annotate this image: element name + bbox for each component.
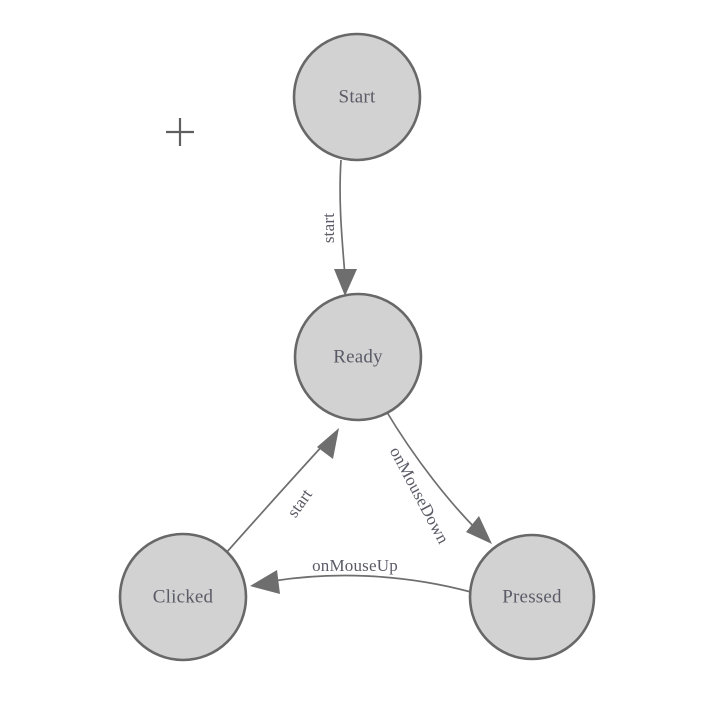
- edge-pressed-to-clicked[interactable]: [250, 570, 472, 594]
- edge-label-ready-to-pressed: onMouseDown: [386, 444, 453, 548]
- edge-label-text-start-to-ready: start: [319, 213, 338, 243]
- edge-label-text-ready-to-pressed: onMouseDown: [386, 444, 453, 548]
- edge-path-start-to-ready[interactable]: [339, 159, 346, 278]
- edge-path-clicked-to-ready[interactable]: [225, 442, 326, 554]
- node-clicked[interactable]: Clicked: [118, 532, 248, 662]
- node-clicked-circle[interactable]: [118, 532, 248, 662]
- node-ready-label: Ready: [333, 346, 383, 367]
- node-ready[interactable]: Ready: [293, 292, 423, 422]
- arrowhead-clicked-to-ready: [317, 428, 339, 459]
- arrowhead-pressed-to-clicked: [250, 570, 280, 594]
- edge-label-pressed-to-clicked: onMouseUp: [312, 556, 398, 575]
- edge-path-pressed-to-clicked[interactable]: [272, 574, 472, 593]
- edge-label-start-to-ready: start: [319, 213, 338, 243]
- node-start[interactable]: Start: [292, 32, 422, 162]
- arrowhead-start-to-ready: [334, 269, 357, 296]
- plus-marker-icon: [166, 118, 194, 146]
- edge-label-text-pressed-to-clicked: onMouseUp: [312, 556, 398, 575]
- edge-path-ready-to-pressed[interactable]: [384, 408, 479, 532]
- node-ready-circle[interactable]: [293, 292, 423, 422]
- node-pressed[interactable]: Pressed: [468, 533, 596, 661]
- edge-start-to-ready[interactable]: [334, 159, 357, 296]
- edge-ready-to-pressed[interactable]: [384, 408, 492, 544]
- edge-label-clicked-to-ready: start: [283, 485, 316, 521]
- node-start-circle[interactable]: [292, 32, 422, 162]
- arrowhead-ready-to-pressed: [466, 516, 492, 544]
- node-pressed-circle[interactable]: [468, 533, 596, 661]
- edge-clicked-to-ready[interactable]: [225, 428, 339, 554]
- node-start-label: Start: [339, 86, 376, 107]
- edge-label-text-clicked-to-ready: start: [283, 485, 316, 521]
- node-pressed-label: Pressed: [502, 586, 562, 607]
- node-clicked-label: Clicked: [153, 586, 214, 607]
